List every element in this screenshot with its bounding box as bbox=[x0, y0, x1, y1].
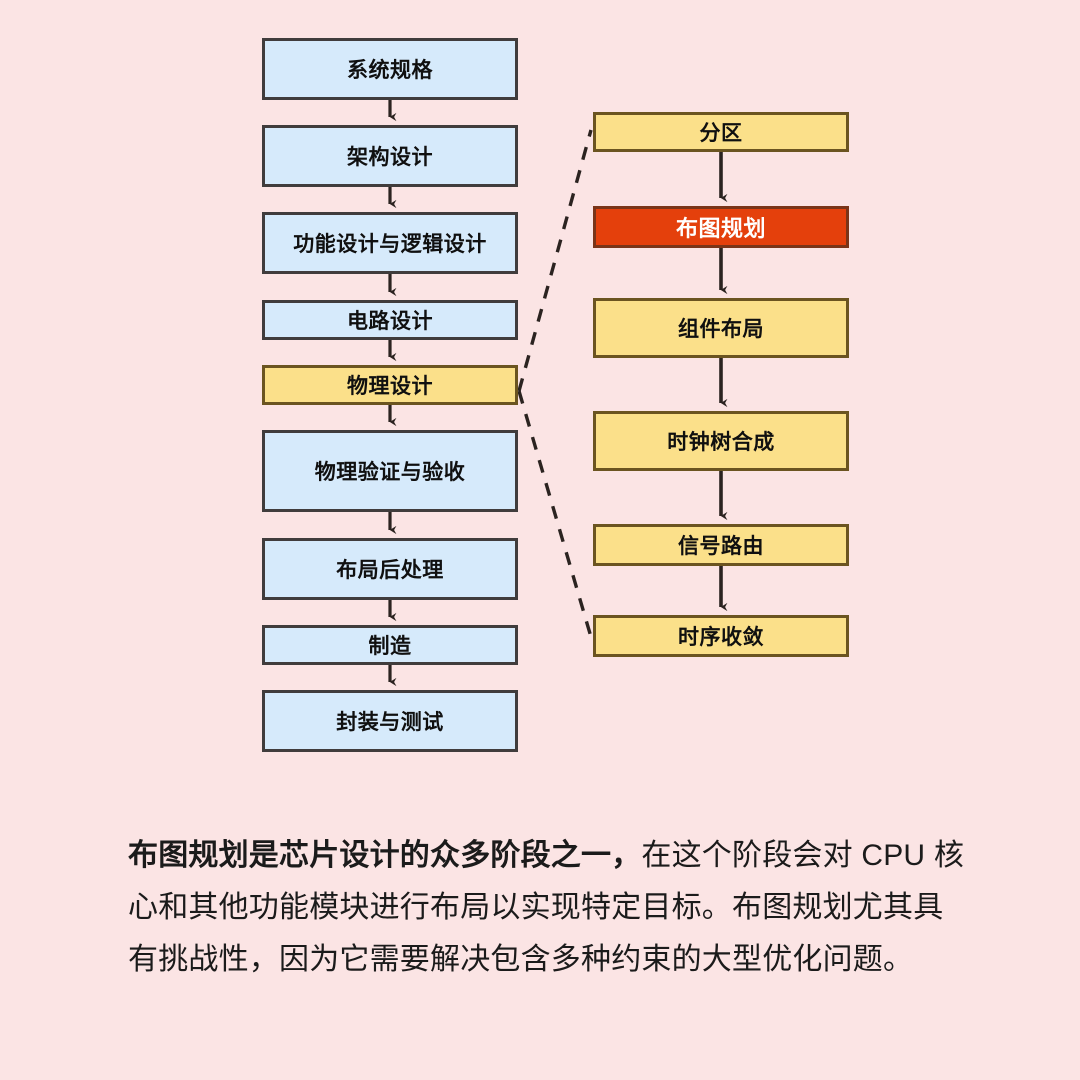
node-physical-design[interactable]: 物理设计 bbox=[262, 365, 518, 405]
node-label: 封装与测试 bbox=[336, 711, 444, 734]
dashed-link-to-timing-closure bbox=[517, 390, 593, 638]
node-label: 布局后处理 bbox=[336, 559, 444, 582]
node-label: 系统规格 bbox=[347, 59, 433, 82]
node-floorplanning[interactable]: 布图规划 bbox=[593, 206, 849, 248]
chip-design-flowchart: 系统规格 架构设计 功能设计与逻辑设计 电路设计 物理设计 物理验证与验收 布局… bbox=[262, 38, 849, 752]
caption-paragraph: 布图规划是芯片设计的众多阶段之一，在这个阶段会对 CPU 核心和其他功能模块进行… bbox=[128, 830, 968, 986]
node-placement[interactable]: 组件布局 bbox=[593, 298, 849, 358]
node-packaging-testing[interactable]: 封装与测试 bbox=[262, 690, 518, 752]
node-timing-closure[interactable]: 时序收敛 bbox=[593, 615, 849, 657]
node-label: 物理验证与验收 bbox=[314, 461, 466, 484]
dashed-link-to-partitioning bbox=[517, 129, 593, 392]
node-signal-routing[interactable]: 信号路由 bbox=[593, 524, 849, 566]
node-post-layout-process[interactable]: 布局后处理 bbox=[262, 538, 518, 600]
node-label: 时序收敛 bbox=[678, 626, 764, 649]
node-physical-verification[interactable]: 物理验证与验收 bbox=[262, 430, 518, 512]
node-architecture-design[interactable]: 架构设计 bbox=[262, 125, 518, 187]
node-label: 功能设计与逻辑设计 bbox=[293, 233, 487, 256]
caption-lead: 布图规划是芯片设计的众多阶段之一， bbox=[128, 839, 642, 872]
node-label: 制造 bbox=[368, 635, 412, 658]
node-label: 信号路由 bbox=[678, 535, 764, 558]
connector-layer bbox=[388, 100, 728, 687]
node-system-spec[interactable]: 系统规格 bbox=[262, 38, 518, 100]
node-label: 分区 bbox=[699, 122, 743, 145]
expansion-dashed-links bbox=[517, 129, 593, 638]
node-partitioning[interactable]: 分区 bbox=[593, 112, 849, 152]
node-label: 电路设计 bbox=[347, 310, 433, 333]
node-manufacturing[interactable]: 制造 bbox=[262, 625, 518, 665]
node-label: 组件布局 bbox=[678, 318, 764, 341]
caption-body: 在这个阶段会对 CPU 核心和其他功能模块进行布局以实现特定目标。布图规划尤其具… bbox=[128, 839, 965, 976]
node-label: 布图规划 bbox=[675, 216, 766, 241]
node-clock-tree-synthesis[interactable]: 时钟树合成 bbox=[593, 411, 849, 471]
node-circuit-design[interactable]: 电路设计 bbox=[262, 300, 518, 340]
node-label: 物理设计 bbox=[347, 375, 433, 398]
node-label: 架构设计 bbox=[347, 146, 433, 169]
node-label: 时钟树合成 bbox=[667, 431, 775, 454]
node-function-logic-design[interactable]: 功能设计与逻辑设计 bbox=[262, 212, 518, 274]
